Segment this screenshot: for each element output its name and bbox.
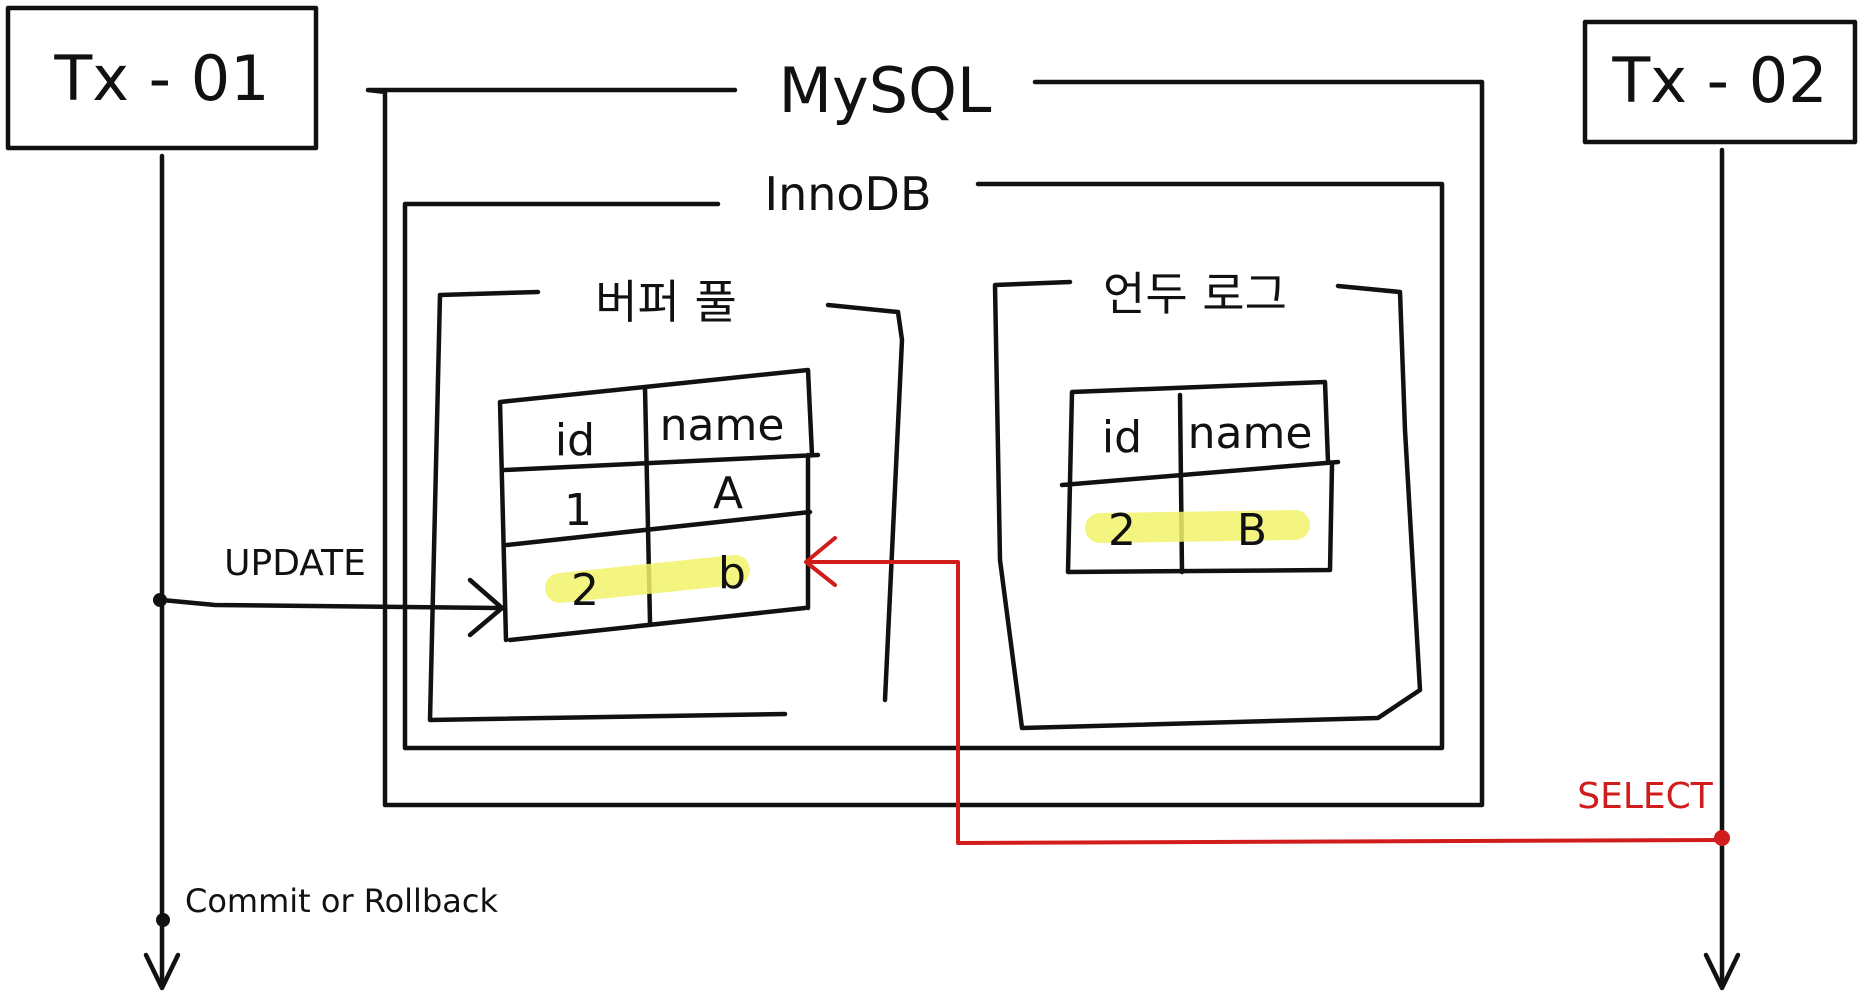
select-arrow-line xyxy=(806,560,1724,845)
tx1-box xyxy=(5,5,319,151)
tx2-box xyxy=(1582,19,1858,145)
commit-or-rollback-label: Commit or Rollback xyxy=(185,882,498,920)
innodb-container: InnoDB xyxy=(402,167,1445,751)
undo-row1-name: B xyxy=(1237,505,1267,556)
tx1-label: Tx - 01 xyxy=(53,42,269,115)
tx1-group: Tx - 01 xyxy=(5,5,319,991)
tx1-commit-dot xyxy=(156,913,170,927)
buffer-header-id: id xyxy=(555,415,595,466)
undo-log: 언두 로그 id name 2 B xyxy=(992,267,1423,731)
tx2-label: Tx - 02 xyxy=(1611,44,1827,117)
buffer-pool: 버퍼 풀 id name 1 A 2 b xyxy=(427,275,905,723)
buffer-pool-frame xyxy=(427,289,905,723)
buffer-row2-name: b xyxy=(718,548,746,599)
update-arrowhead xyxy=(467,577,505,638)
select-operation: SELECT xyxy=(804,536,1724,845)
undo-log-frame xyxy=(992,279,1423,731)
buffer-row1-name: A xyxy=(713,468,743,519)
undo-table-grid xyxy=(1059,379,1341,575)
select-arrowhead xyxy=(804,536,837,587)
undo-row1-id: 2 xyxy=(1108,505,1136,556)
tx2-lifeline-arrowhead xyxy=(1703,952,1741,991)
undo-header-name: name xyxy=(1188,408,1313,459)
update-label: UPDATE xyxy=(224,543,366,584)
buffer-pool-label: 버퍼 풀 xyxy=(595,275,737,329)
undo-row-highlight xyxy=(1085,510,1310,543)
tx1-lifeline-arrowhead xyxy=(143,952,181,991)
mysql-frame xyxy=(365,79,1485,808)
update-arrow-line xyxy=(159,597,501,611)
buffer-row1-id: 1 xyxy=(564,485,592,536)
undo-log-label: 언두 로그 xyxy=(1103,267,1287,321)
buffer-header-name: name xyxy=(660,400,785,451)
innodb-label: InnoDB xyxy=(765,167,932,221)
mysql-label: MySQL xyxy=(779,54,992,127)
innodb-frame xyxy=(402,181,1445,751)
tx2-group: Tx - 02 xyxy=(1582,19,1858,991)
buffer-row2-id: 2 xyxy=(571,565,599,616)
select-label: SELECT xyxy=(1577,776,1714,817)
undo-header-id: id xyxy=(1102,412,1142,463)
mysql-container: MySQL xyxy=(365,54,1485,808)
buffer-table-grid xyxy=(497,367,821,643)
buffer-row2-highlight xyxy=(545,555,750,603)
update-operation: UPDATE xyxy=(159,543,505,638)
